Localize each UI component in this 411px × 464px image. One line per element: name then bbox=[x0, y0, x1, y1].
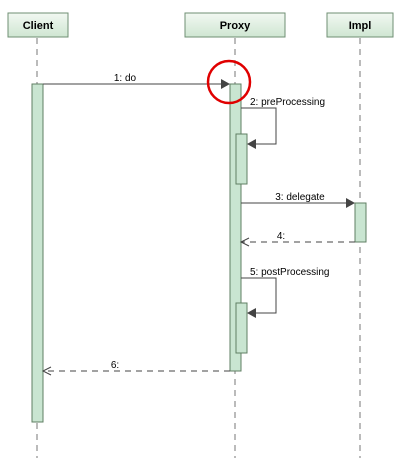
participant-impl-box bbox=[326, 12, 394, 38]
participant-impl[interactable]: Impl bbox=[326, 12, 394, 38]
activation-client bbox=[31, 83, 44, 423]
activation-bars bbox=[31, 83, 367, 423]
participant-proxy-label: Proxy bbox=[220, 20, 251, 32]
message-postprocessing[interactable]: 5: postProcessing bbox=[241, 267, 330, 318]
participant-client-label: Client bbox=[23, 20, 54, 32]
message-delegate[interactable]: 3: delegate bbox=[241, 192, 355, 208]
participant-headers: Client Proxy Impl bbox=[7, 12, 394, 38]
message-postprocessing-label: 5: postProcessing bbox=[250, 267, 330, 278]
messages: 1: do 2: preProcessing 3: delegate 4: 5:… bbox=[41, 73, 355, 376]
activation-proxy-postprocessing bbox=[235, 302, 248, 354]
message-return-6-label: 6: bbox=[111, 360, 119, 371]
highlight-circle bbox=[206, 59, 252, 105]
participant-proxy[interactable]: Proxy bbox=[184, 12, 286, 38]
activation-proxy-preprocessing bbox=[235, 133, 248, 185]
activation-impl bbox=[354, 202, 367, 243]
message-preprocessing-label: 2: preProcessing bbox=[250, 97, 325, 108]
participant-proxy-box bbox=[184, 12, 286, 38]
message-delegate-arrowhead bbox=[346, 198, 355, 208]
message-delegate-label: 3: delegate bbox=[275, 192, 325, 203]
message-preprocessing-arrowhead bbox=[247, 139, 256, 149]
message-postprocessing-line bbox=[241, 277, 277, 314]
message-return-4[interactable]: 4: bbox=[239, 231, 355, 247]
message-do-arrowhead bbox=[221, 79, 230, 89]
activation-proxy-main bbox=[229, 83, 242, 372]
participant-client-box bbox=[7, 12, 69, 38]
message-postprocessing-arrowhead bbox=[247, 308, 256, 318]
participant-client[interactable]: Client bbox=[7, 12, 69, 38]
message-return-6[interactable]: 6: bbox=[41, 360, 230, 376]
message-return-6-arrowhead bbox=[41, 366, 52, 376]
message-do-label: 1: do bbox=[114, 73, 137, 84]
message-return-4-label: 4: bbox=[277, 231, 285, 242]
message-do[interactable]: 1: do bbox=[43, 73, 230, 89]
participant-impl-label: Impl bbox=[349, 20, 372, 32]
message-preprocessing[interactable]: 2: preProcessing bbox=[241, 97, 325, 149]
message-return-4-arrowhead bbox=[239, 237, 250, 247]
message-preprocessing-line bbox=[241, 107, 277, 145]
